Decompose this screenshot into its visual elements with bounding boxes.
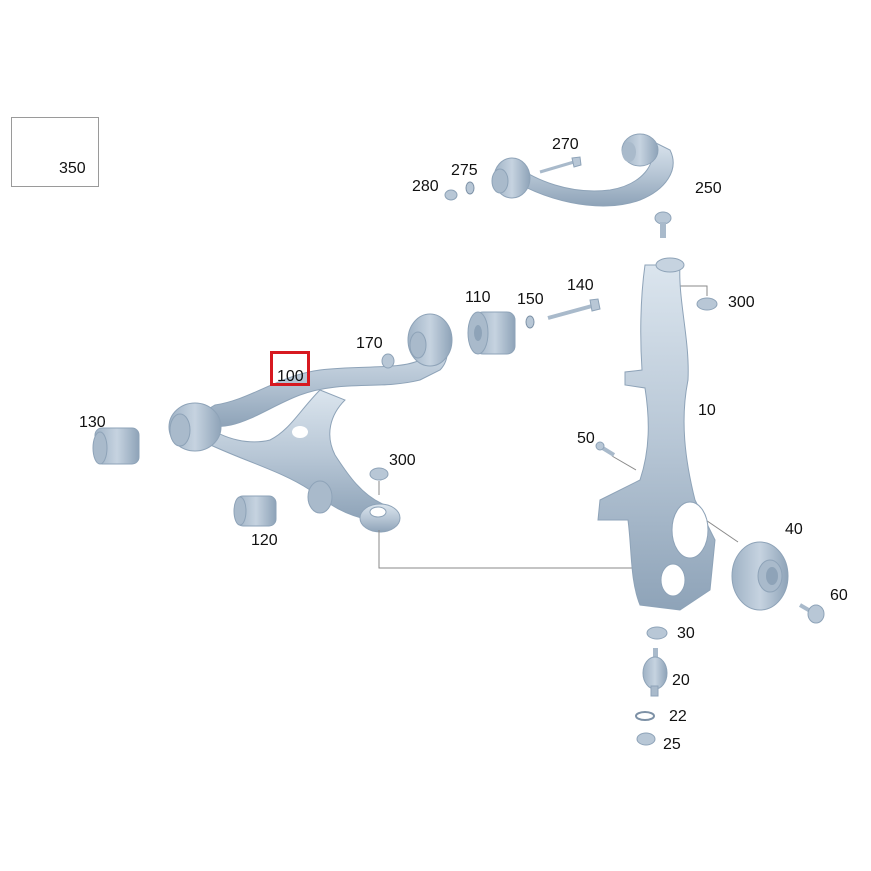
circlip-22-icon [635,711,655,721]
bolt-60-icon [798,603,825,624]
callout-100[interactable]: 100 [277,368,304,385]
lower-control-arm-100-icon [168,313,453,533]
callout-10[interactable]: 10 [698,402,716,419]
bolt-50-icon [595,441,616,457]
callout-60[interactable]: 60 [830,587,848,604]
upper-control-arm-250-icon [491,133,674,238]
nut-30-icon [646,626,668,640]
leader-line-ball-joint [378,530,659,600]
callout-280[interactable]: 280 [412,178,439,195]
bushing-130-icon [92,427,140,465]
nut-300-upper-icon [696,297,718,311]
callout-110[interactable]: 110 [465,289,491,306]
callout-250[interactable]: 250 [695,180,722,197]
washer-150-icon [525,315,535,329]
callout-50[interactable]: 50 [577,430,595,447]
callout-25[interactable]: 25 [663,736,681,753]
highlight-box-100 [270,351,310,386]
ball-joint-20-icon [642,648,668,697]
nut-280-icon [444,189,458,201]
callout-150[interactable]: 150 [517,291,544,308]
wheel-hub-40-icon [731,541,789,611]
callout-22[interactable]: 22 [669,708,687,725]
callout-300-lower[interactable]: 300 [389,452,416,469]
callout-20[interactable]: 20 [672,672,690,689]
callout-40[interactable]: 40 [785,521,803,538]
callout-130[interactable]: 130 [79,414,106,431]
nut-300-lower-icon [369,467,389,495]
nut-170-icon [381,353,395,369]
leader-line-bolt-50 [611,455,637,471]
callout-140[interactable]: 140 [567,277,594,294]
callout-170[interactable]: 170 [356,335,383,352]
bushing-120-icon [233,495,277,527]
nut-25-icon [636,732,656,746]
bushing-110-icon [467,311,516,355]
washer-275-icon [465,181,475,195]
bolt-270-icon [539,156,582,174]
callout-270[interactable]: 270 [552,136,579,153]
callout-300-upper[interactable]: 300 [728,294,755,311]
bolt-140-icon [547,298,601,320]
callout-120[interactable]: 120 [251,532,278,549]
steering-knuckle-10-icon [597,257,716,611]
callout-350[interactable]: 350 [59,160,86,177]
inset-box [11,117,99,187]
callout-30[interactable]: 30 [677,625,695,642]
callout-275[interactable]: 275 [451,162,478,179]
